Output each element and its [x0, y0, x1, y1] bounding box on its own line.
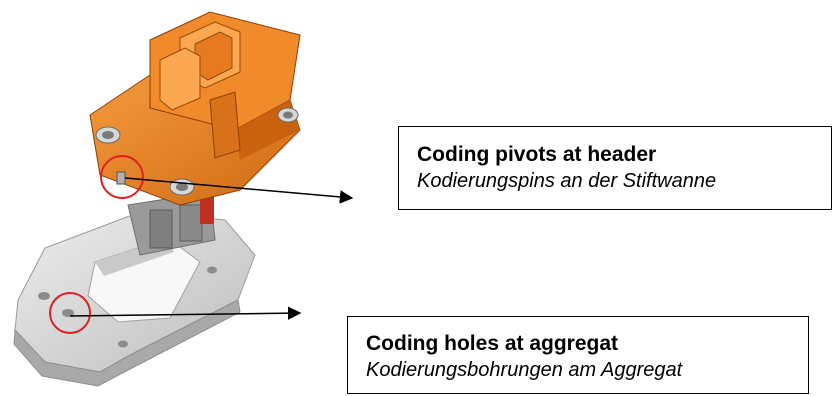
header-pins — [127, 191, 216, 256]
coding-hole-marker — [49, 292, 91, 334]
aggregat-base — [13, 211, 256, 387]
callout-coding-holes-subtitle: Kodierungsbohrungen am Aggregat — [366, 359, 683, 381]
coding-pivot-marker — [100, 155, 144, 199]
leader-arrow-header — [124, 177, 354, 204]
orange-header-connector — [89, 11, 301, 206]
callout-coding-pivots-title: Coding pivots at header — [417, 143, 657, 166]
callout-coding-pivots-subtitle: Kodierungspins an der Stiftwanne — [417, 170, 717, 192]
callout-coding-holes-title: Coding holes at aggregat — [366, 332, 619, 355]
callout-coding-holes: Coding holes at aggregat Kodierungsbohru… — [347, 316, 809, 394]
callout-coding-pivots: Coding pivots at header Kodierungspins a… — [398, 126, 832, 210]
leader-arrow-aggregat — [69, 306, 302, 320]
